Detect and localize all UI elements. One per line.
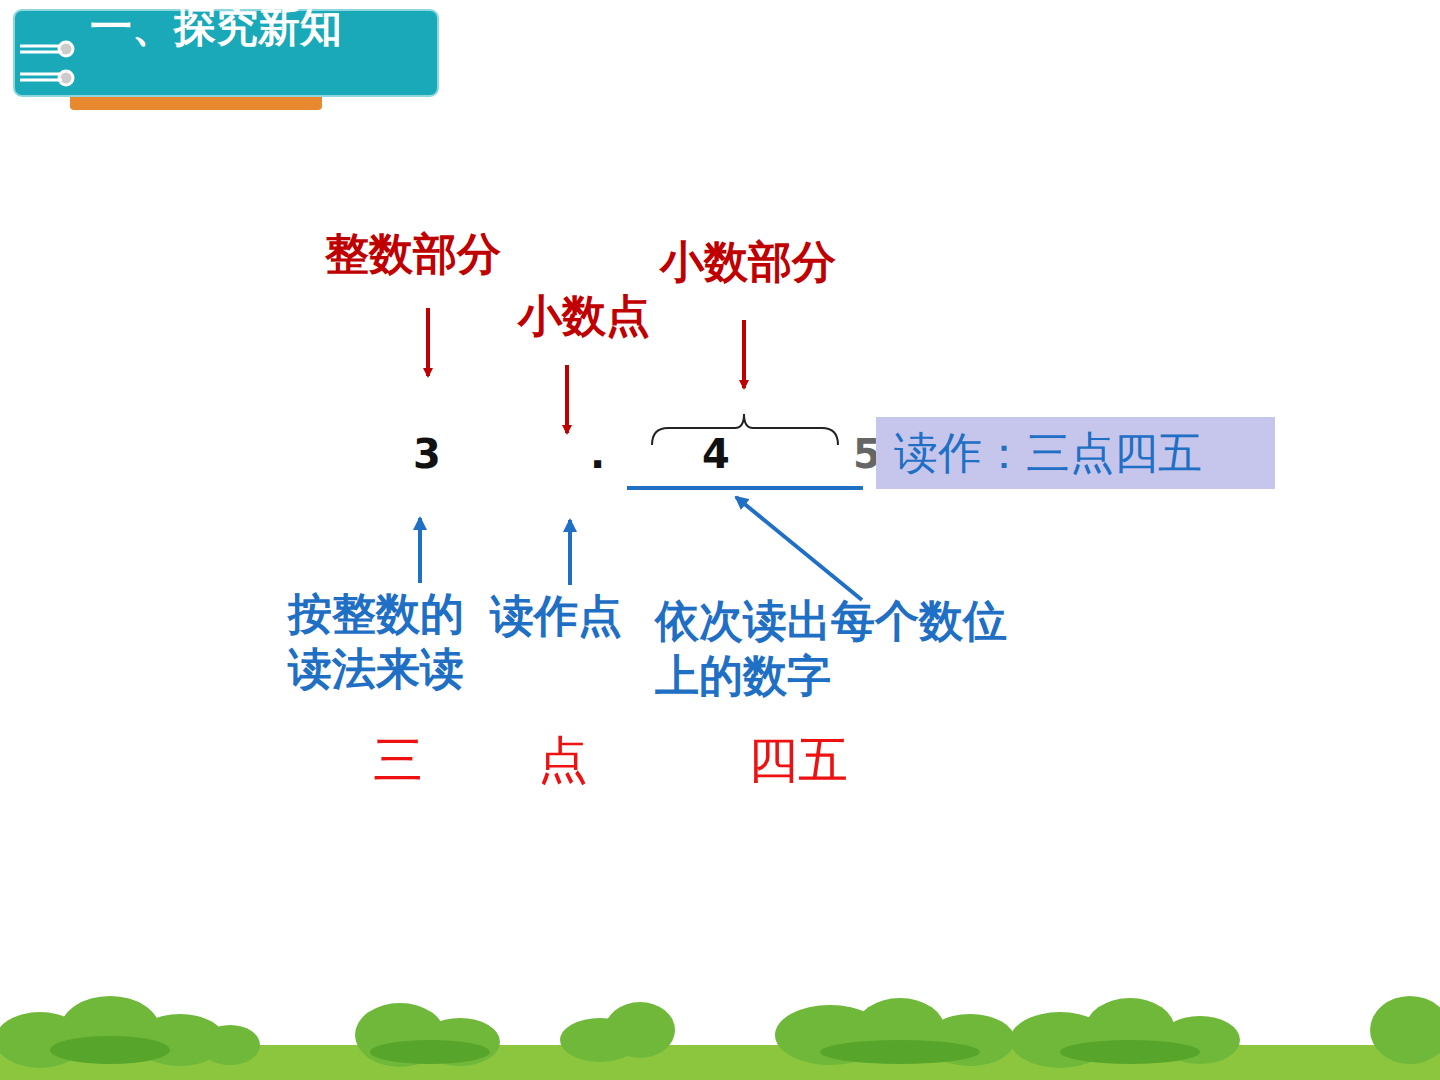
reading-text: 读作：三点四五: [894, 427, 1202, 480]
part-name: 小数部分: [660, 236, 836, 289]
digit: 4: [702, 430, 730, 478]
rule-note: 读作点: [490, 590, 622, 643]
rule-note: 按整数的读法来读: [288, 586, 488, 696]
header-title: 一、探究新知: [90, 6, 390, 48]
decimal-point: .: [590, 430, 605, 478]
rule-note: 依次读出每个数位上的数字: [655, 593, 1045, 703]
brace: [652, 414, 838, 445]
reading-part: 三: [373, 730, 423, 790]
bushes: [0, 996, 1440, 1068]
digit: 3: [413, 430, 441, 478]
bush-shade: [50, 1036, 1200, 1064]
underline: [627, 486, 863, 490]
reading-box: 读作：三点四五: [876, 417, 1275, 489]
part-name: 整数部分: [325, 228, 501, 281]
part-name: 小数点: [518, 290, 650, 343]
blue-arrows: [420, 497, 862, 600]
reading-part: 四五: [748, 730, 848, 790]
tab-icon: [20, 42, 73, 85]
reading-part: 点: [538, 730, 588, 790]
